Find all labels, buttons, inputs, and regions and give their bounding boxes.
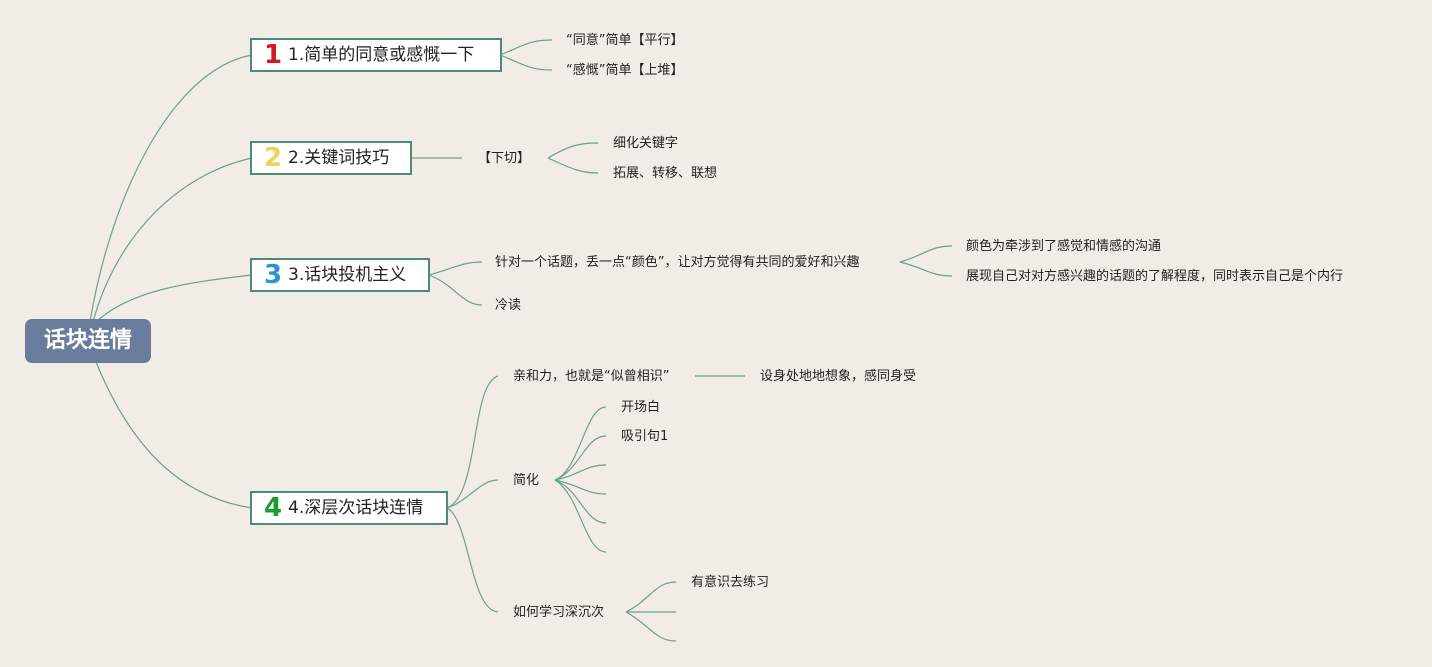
topic-1-label: 1.简单的同意或感慨一下 <box>288 45 475 65</box>
node-topic-color[interactable]: 针对一个话题，丢一点“颜色”，让对方觉得有共同的爱好和兴趣 <box>495 255 860 270</box>
number-four-icon: 4 <box>263 493 283 523</box>
number-one-icon: 1 <box>263 40 283 70</box>
number-two-icon: 2 <box>263 143 283 173</box>
root-node[interactable]: 话块连情 <box>25 319 151 363</box>
node-show-expertise[interactable]: 展现自己对对方感兴趣的话题的了解程度，同时表示自己是个内行 <box>966 269 1344 284</box>
topic-2-label: 2.关键词技巧 <box>288 148 390 168</box>
node-cut-down[interactable]: 【下切】 <box>478 151 531 166</box>
node-learn-depth[interactable]: 如何学习深沉次 <box>513 605 605 620</box>
number-three-icon: 3 <box>263 260 283 290</box>
node-refine-keyword[interactable]: 细化关键字 <box>613 136 679 151</box>
node-cold-read[interactable]: 冷读 <box>495 298 522 313</box>
node-sigh[interactable]: “感慨”简单【上堆】 <box>566 63 684 78</box>
node-agree[interactable]: “同意”简单【平行】 <box>566 33 684 48</box>
node-hook[interactable]: 吸引句1 <box>621 429 669 444</box>
node-practice[interactable]: 有意识去练习 <box>691 575 770 590</box>
node-color-note[interactable]: 颜色为牵涉到了感觉和情感的沟通 <box>966 239 1162 254</box>
node-empathy[interactable]: 设身处地地想象，感同身受 <box>760 369 917 384</box>
node-simplify[interactable]: 简化 <box>513 473 540 488</box>
topic-3-label: 3.话块投机主义 <box>288 265 407 285</box>
node-affinity[interactable]: 亲和力，也就是“似曾相识” <box>513 369 670 384</box>
node-expand-shift[interactable]: 拓展、转移、联想 <box>613 166 718 181</box>
node-opening[interactable]: 开场白 <box>621 400 661 415</box>
topic-4-label: 4.深层次话块连情 <box>288 498 424 518</box>
